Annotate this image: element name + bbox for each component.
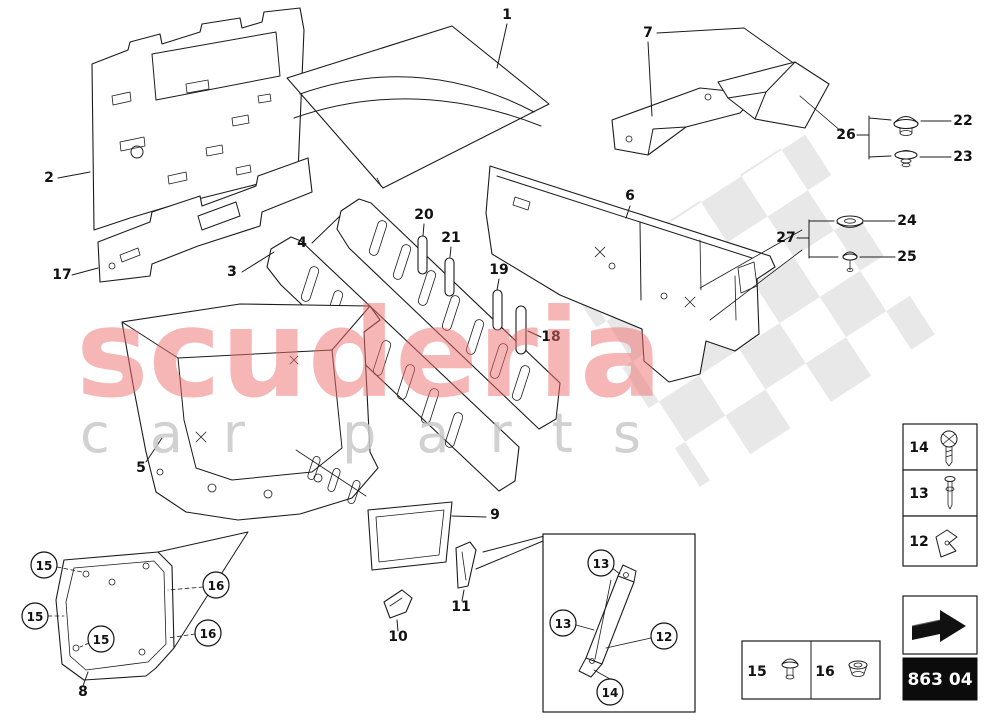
part-1-roof-panel	[286, 25, 550, 189]
callout-25: 25	[897, 249, 916, 265]
part-23-grommet	[894, 150, 918, 168]
rivet-icon	[944, 476, 956, 510]
screw-icon	[940, 430, 958, 467]
leader-lines	[57, 23, 952, 632]
callout-circle-12a: 12	[650, 622, 678, 650]
callout-3: 3	[227, 264, 237, 280]
svg-text:12: 12	[656, 630, 673, 644]
svg-text:14: 14	[602, 686, 619, 700]
legend-item-15: 15	[747, 664, 766, 680]
callout-8: 8	[78, 684, 88, 700]
legend-item-12: 12	[909, 534, 928, 550]
part-7-shelf-trims	[611, 61, 830, 156]
callout-5: 5	[136, 460, 146, 476]
part-4-ribbed-mat	[336, 198, 561, 430]
watermark-subtitle: car parts	[80, 402, 681, 465]
bracket-icon	[935, 529, 958, 558]
part-code-box	[902, 657, 978, 701]
callout-circle-16b: 16	[194, 619, 222, 647]
part-5-floor-pan	[121, 303, 381, 521]
inset-quarter-panel	[47, 531, 249, 687]
watermark-title: scuderia	[76, 283, 662, 425]
callout-11: 11	[451, 599, 470, 615]
svg-text:15: 15	[93, 633, 110, 647]
callout-6: 6	[625, 188, 635, 204]
callout-20: 20	[414, 207, 434, 223]
svg-text:16: 16	[208, 579, 225, 593]
part-24-washer	[836, 215, 864, 228]
callout-26: 26	[836, 127, 855, 143]
callout-circle-15c: 15	[87, 625, 115, 653]
callout-circle-16a: 16	[202, 571, 230, 599]
direction-arrow-icon	[911, 610, 966, 642]
part-11-clip-strip	[455, 541, 477, 589]
legend-item-14: 14	[909, 440, 929, 456]
callout-23: 23	[953, 149, 972, 165]
part-9-small-mat	[367, 501, 453, 571]
legend-right-column: 14 13 12 863 04	[902, 423, 978, 701]
callout-19: 19	[489, 262, 508, 278]
svg-text:15: 15	[27, 610, 44, 624]
part-22-grommet	[893, 116, 919, 136]
part-10-corner-wedge	[383, 589, 413, 619]
callout-10: 10	[388, 629, 408, 645]
callout-17: 17	[52, 267, 71, 283]
part-17-bulkhead-strip	[97, 157, 313, 283]
part-2-bulkhead-panel	[91, 7, 305, 231]
svg-text:16: 16	[200, 627, 217, 641]
callout-7: 7	[643, 25, 653, 41]
callout-9: 9	[490, 507, 500, 523]
svg-text:13: 13	[593, 557, 610, 571]
callout-24: 24	[897, 213, 917, 229]
callout-circle-14a: 14	[596, 678, 624, 706]
part-25-fastener	[842, 251, 858, 272]
callout-circle-15a: 15	[30, 551, 58, 579]
callout-18: 18	[541, 329, 560, 345]
part-21-strip	[444, 257, 455, 297]
legend-bottom-box: 15 16	[741, 640, 881, 700]
watermark: scuderia car parts	[76, 283, 681, 465]
svg-text:15: 15	[36, 559, 53, 573]
pin-fastener-icon	[781, 658, 799, 680]
callout-circle-13b: 13	[549, 609, 577, 637]
legend-item-16: 16	[815, 664, 834, 680]
part-6-sill-panel	[485, 165, 776, 383]
callout-2: 2	[44, 170, 54, 186]
legend-item-13: 13	[909, 486, 928, 502]
callouts: 1 2 17 3 4 5 6 7 8 9 10 11 18 19 20 21 2…	[44, 7, 973, 700]
part-18-strip	[515, 305, 527, 355]
part-code: 863 04	[907, 670, 972, 690]
callout-1: 1	[502, 7, 512, 23]
callout-22: 22	[953, 113, 972, 129]
callout-27: 27	[776, 230, 795, 246]
circled-callouts: 15 16 15 16 15 13 13 12 14	[21, 549, 678, 706]
callout-21: 21	[441, 230, 460, 246]
callout-4: 4	[297, 235, 307, 251]
part-20-strip	[417, 235, 428, 275]
callout-circle-15b: 15	[21, 602, 49, 630]
callout-circle-13a: 13	[587, 549, 615, 577]
grommet-icon	[848, 660, 868, 677]
svg-text:13: 13	[555, 617, 572, 631]
